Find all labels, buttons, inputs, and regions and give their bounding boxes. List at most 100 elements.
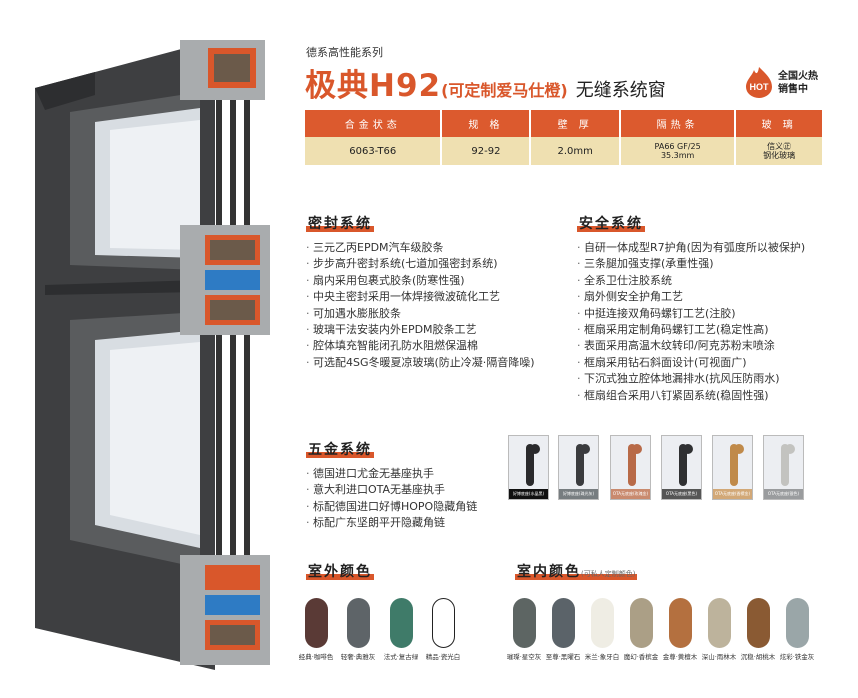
list-item: 腔体填充智能闭孔防水阻燃保温棉: [306, 338, 535, 354]
spec-header: 壁 厚: [530, 110, 621, 137]
spec-header: 合金状态: [305, 110, 443, 137]
list-item: 可选配4SG冬暖夏凉玻璃(防止冷凝·隔音降噪): [306, 355, 535, 371]
handle-icon: [576, 444, 584, 486]
color-label: 金尊·黄檀木: [662, 653, 698, 661]
handle-label: 好博底座(珠光灰): [559, 489, 598, 499]
title-tail: 无缝系统窗: [575, 80, 666, 101]
list-item: 框扇采用钻石斜面设计(可视面广): [577, 355, 805, 371]
profile-bottom: [180, 555, 270, 665]
list-item: 表面采用高温木纹转印/阿克苏粉末喷涂: [577, 338, 805, 354]
color-label: 经典·咖啡色: [298, 653, 334, 661]
list-item: 步步高升密封系统(七道加强密封系统): [306, 256, 535, 272]
list-item: 可加遇水膨胀胶条: [306, 306, 535, 322]
indoor-heading: 室内颜色(可私人定制颜色): [515, 561, 638, 581]
list-item: 三元乙丙EPDM汽车级胶条: [306, 240, 535, 256]
color-swatch[interactable]: [591, 598, 614, 648]
color-swatch[interactable]: [347, 598, 370, 648]
handle-label: OTA无底座(黑色): [662, 489, 701, 499]
profile-top: [180, 40, 265, 100]
safety-heading: 安全系统: [577, 216, 645, 232]
handle-icon: [628, 444, 636, 486]
color-swatch[interactable]: [432, 598, 455, 648]
spec-header: 规 格: [441, 110, 532, 137]
handle-knob: [580, 444, 590, 454]
color-swatch[interactable]: [747, 598, 770, 648]
list-item: 下沉式独立腔体地漏排水(抗风压防雨水): [577, 371, 805, 387]
handle-label: OTA无底座(银色): [764, 489, 803, 499]
profile-middle: [180, 225, 270, 335]
handle-knob: [632, 444, 642, 454]
color-label: 米兰·象牙白: [584, 653, 620, 661]
color-swatch[interactable]: [630, 598, 653, 648]
color-label: 至尊·黑曜石: [545, 653, 581, 661]
handle-icon: [679, 444, 687, 486]
spec-header: 玻 璃: [735, 110, 822, 137]
handle-option[interactable]: OTA无底座(玫瑰金): [610, 435, 651, 500]
list-item: 中挺连接双角码螺钉工艺(注胶): [577, 306, 805, 322]
handle-label: OTA无底座(玫瑰金): [611, 489, 650, 499]
list-item: 扇内采用包裹式胶条(防寒性强): [306, 273, 535, 289]
strip-line-1: PA66 GF/25: [654, 142, 701, 151]
handle-option[interactable]: OTA无底座(银色): [763, 435, 804, 500]
indoor-note: (可私人定制颜色): [581, 570, 636, 578]
spec-value: 6063-T66: [305, 137, 443, 165]
handle-knob: [530, 444, 540, 454]
color-swatch[interactable]: [786, 598, 809, 648]
safety-list: 自研一体成型R7护角(因为有弧度所以被保护)三条腿加强支撑(承重性强)全系卫仕注…: [577, 240, 805, 404]
color-swatch[interactable]: [390, 598, 413, 648]
handle-option[interactable]: OTA无底座(黑色): [661, 435, 702, 500]
color-label: 璀璨·星空灰: [506, 653, 542, 661]
color-label: 深山·雨林木: [701, 653, 737, 661]
list-item: 标配广东坚朗平开隐藏角链: [306, 515, 477, 531]
handle-option[interactable]: 好博底座(水晶黑): [508, 435, 549, 500]
handle-icon: [526, 444, 534, 486]
handle-knob: [683, 444, 693, 454]
color-swatch[interactable]: [669, 598, 692, 648]
title-main: 极典H92: [305, 68, 442, 104]
spec-value: 信义㊣钢化玻璃: [735, 137, 822, 165]
list-item: 三条腿加强支撑(承重性强): [577, 256, 805, 272]
list-item: 意大利进口OTA无基座执手: [306, 482, 477, 498]
color-swatch[interactable]: [552, 598, 575, 648]
outdoor-heading: 室外颜色: [306, 564, 374, 580]
handle-icon: [730, 444, 738, 486]
list-item: 玻璃干法安装内外EPDM胶条工艺: [306, 322, 535, 338]
seal-heading: 密封系统: [306, 216, 374, 232]
glass-line-1: 信义㊣: [767, 142, 792, 151]
color-label: 魔幻·香槟金: [623, 653, 659, 661]
list-item: 全系卫仕注胶系统: [577, 273, 805, 289]
color-swatch[interactable]: [305, 598, 328, 648]
list-item: 框扇组合采用八钉紧固系统(稳固性强): [577, 388, 805, 404]
strip-line-2: 35.3mm: [660, 151, 695, 160]
list-item: 自研一体成型R7护角(因为有弧度所以被保护): [577, 240, 805, 256]
color-label: 精品·瓷光白: [425, 653, 461, 661]
indoor-heading-text: 室内颜色: [517, 564, 581, 580]
handle-knob: [785, 444, 795, 454]
spec-header: 隔热条: [619, 110, 737, 137]
hot-badge: HOT: [750, 82, 770, 92]
spec-value: 2.0mm: [530, 137, 621, 165]
glass-line-2: 钢化玻璃: [763, 151, 796, 160]
page-title: 极典H92(可定制爱马仕橙)无缝系统窗: [305, 60, 666, 105]
spec-value: 92-92: [441, 137, 532, 165]
list-item: 中央主密封采用一体焊接微波硫化工艺: [306, 289, 535, 305]
hot-text-1: 全国火热: [778, 71, 818, 82]
color-swatch[interactable]: [708, 598, 731, 648]
hardware-heading: 五金系统: [306, 442, 374, 458]
color-label: 法式·复古绿: [383, 653, 419, 661]
list-item: 标配德国进口好博HOPO隐藏角链: [306, 499, 477, 515]
list-item: 扇外侧安全护角工艺: [577, 289, 805, 305]
hot-text-2: 销售中: [778, 84, 808, 95]
hardware-list: 德国进口尤金无基座执手意大利进口OTA无基座执手标配德国进口好博HOPO隐藏角链…: [306, 466, 477, 532]
handle-icon: [781, 444, 789, 486]
color-swatch[interactable]: [513, 598, 536, 648]
handle-label: OTA无底座(香槟金): [713, 489, 752, 499]
list-item: 框扇采用定制角码螺钉工艺(稳定性高): [577, 322, 805, 338]
handle-option[interactable]: 好博底座(珠光灰): [558, 435, 599, 500]
seal-list: 三元乙丙EPDM汽车级胶条步步高升密封系统(七道加强密封系统)扇内采用包裹式胶条…: [306, 240, 535, 371]
handle-option[interactable]: OTA无底座(香槟金): [712, 435, 753, 500]
handle-knob: [734, 444, 744, 454]
list-item: 德国进口尤金无基座执手: [306, 466, 477, 482]
